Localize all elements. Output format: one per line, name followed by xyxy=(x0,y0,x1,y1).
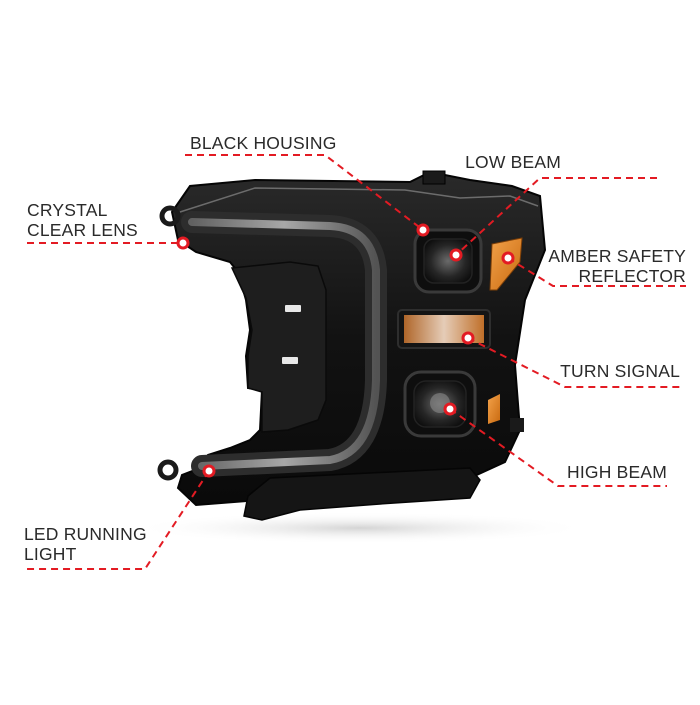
high-beam-leader-line xyxy=(449,408,667,487)
crystal-clear-lens-marker-dot xyxy=(176,236,190,250)
led-running-light-marker-dot xyxy=(202,464,216,478)
callout-leaders xyxy=(24,154,686,570)
led-running-light-label-line: LIGHT xyxy=(24,544,77,564)
turn-signal-label-line: TURN SIGNAL xyxy=(560,361,680,381)
amber-safety-reflector-label-line: REFLECTOR xyxy=(578,266,686,286)
low-beam-marker-dot xyxy=(449,248,463,262)
callout-markers xyxy=(176,223,515,478)
low-beam-leader-line xyxy=(455,177,657,256)
crystal-clear-lens-label-line: CLEAR LENS xyxy=(27,220,138,240)
headlight-body xyxy=(130,170,590,544)
amber-safety-reflector-marker-dot xyxy=(501,251,515,265)
high-beam-marker-dot xyxy=(443,402,457,416)
led-running-light-label-line: LED RUNNING xyxy=(24,524,147,544)
led-running-light-leader-line xyxy=(24,470,210,570)
black-housing-marker-dot xyxy=(416,223,430,237)
turn-signal-label: TURN SIGNAL xyxy=(560,361,680,381)
low-beam-label-line: LOW BEAM xyxy=(465,152,561,172)
black-housing-label: BLACK HOUSING xyxy=(190,133,337,153)
black-housing-label-line: BLACK HOUSING xyxy=(190,133,337,153)
turn-signal-marker-dot xyxy=(461,331,475,345)
high-beam-label-line: HIGH BEAM xyxy=(566,462,667,482)
black-housing-leader-line xyxy=(185,154,424,231)
high-beam-label: HIGH BEAM xyxy=(567,462,667,482)
amber-safety-reflector-label-line: AMBER SAFETY xyxy=(548,246,686,266)
amber-safety-reflector-leader-line xyxy=(507,257,686,287)
low-beam-label: LOW BEAM xyxy=(465,152,561,172)
turn-signal-leader-line xyxy=(467,337,680,388)
crystal-clear-lens-label-line: CRYSTAL xyxy=(27,200,108,220)
